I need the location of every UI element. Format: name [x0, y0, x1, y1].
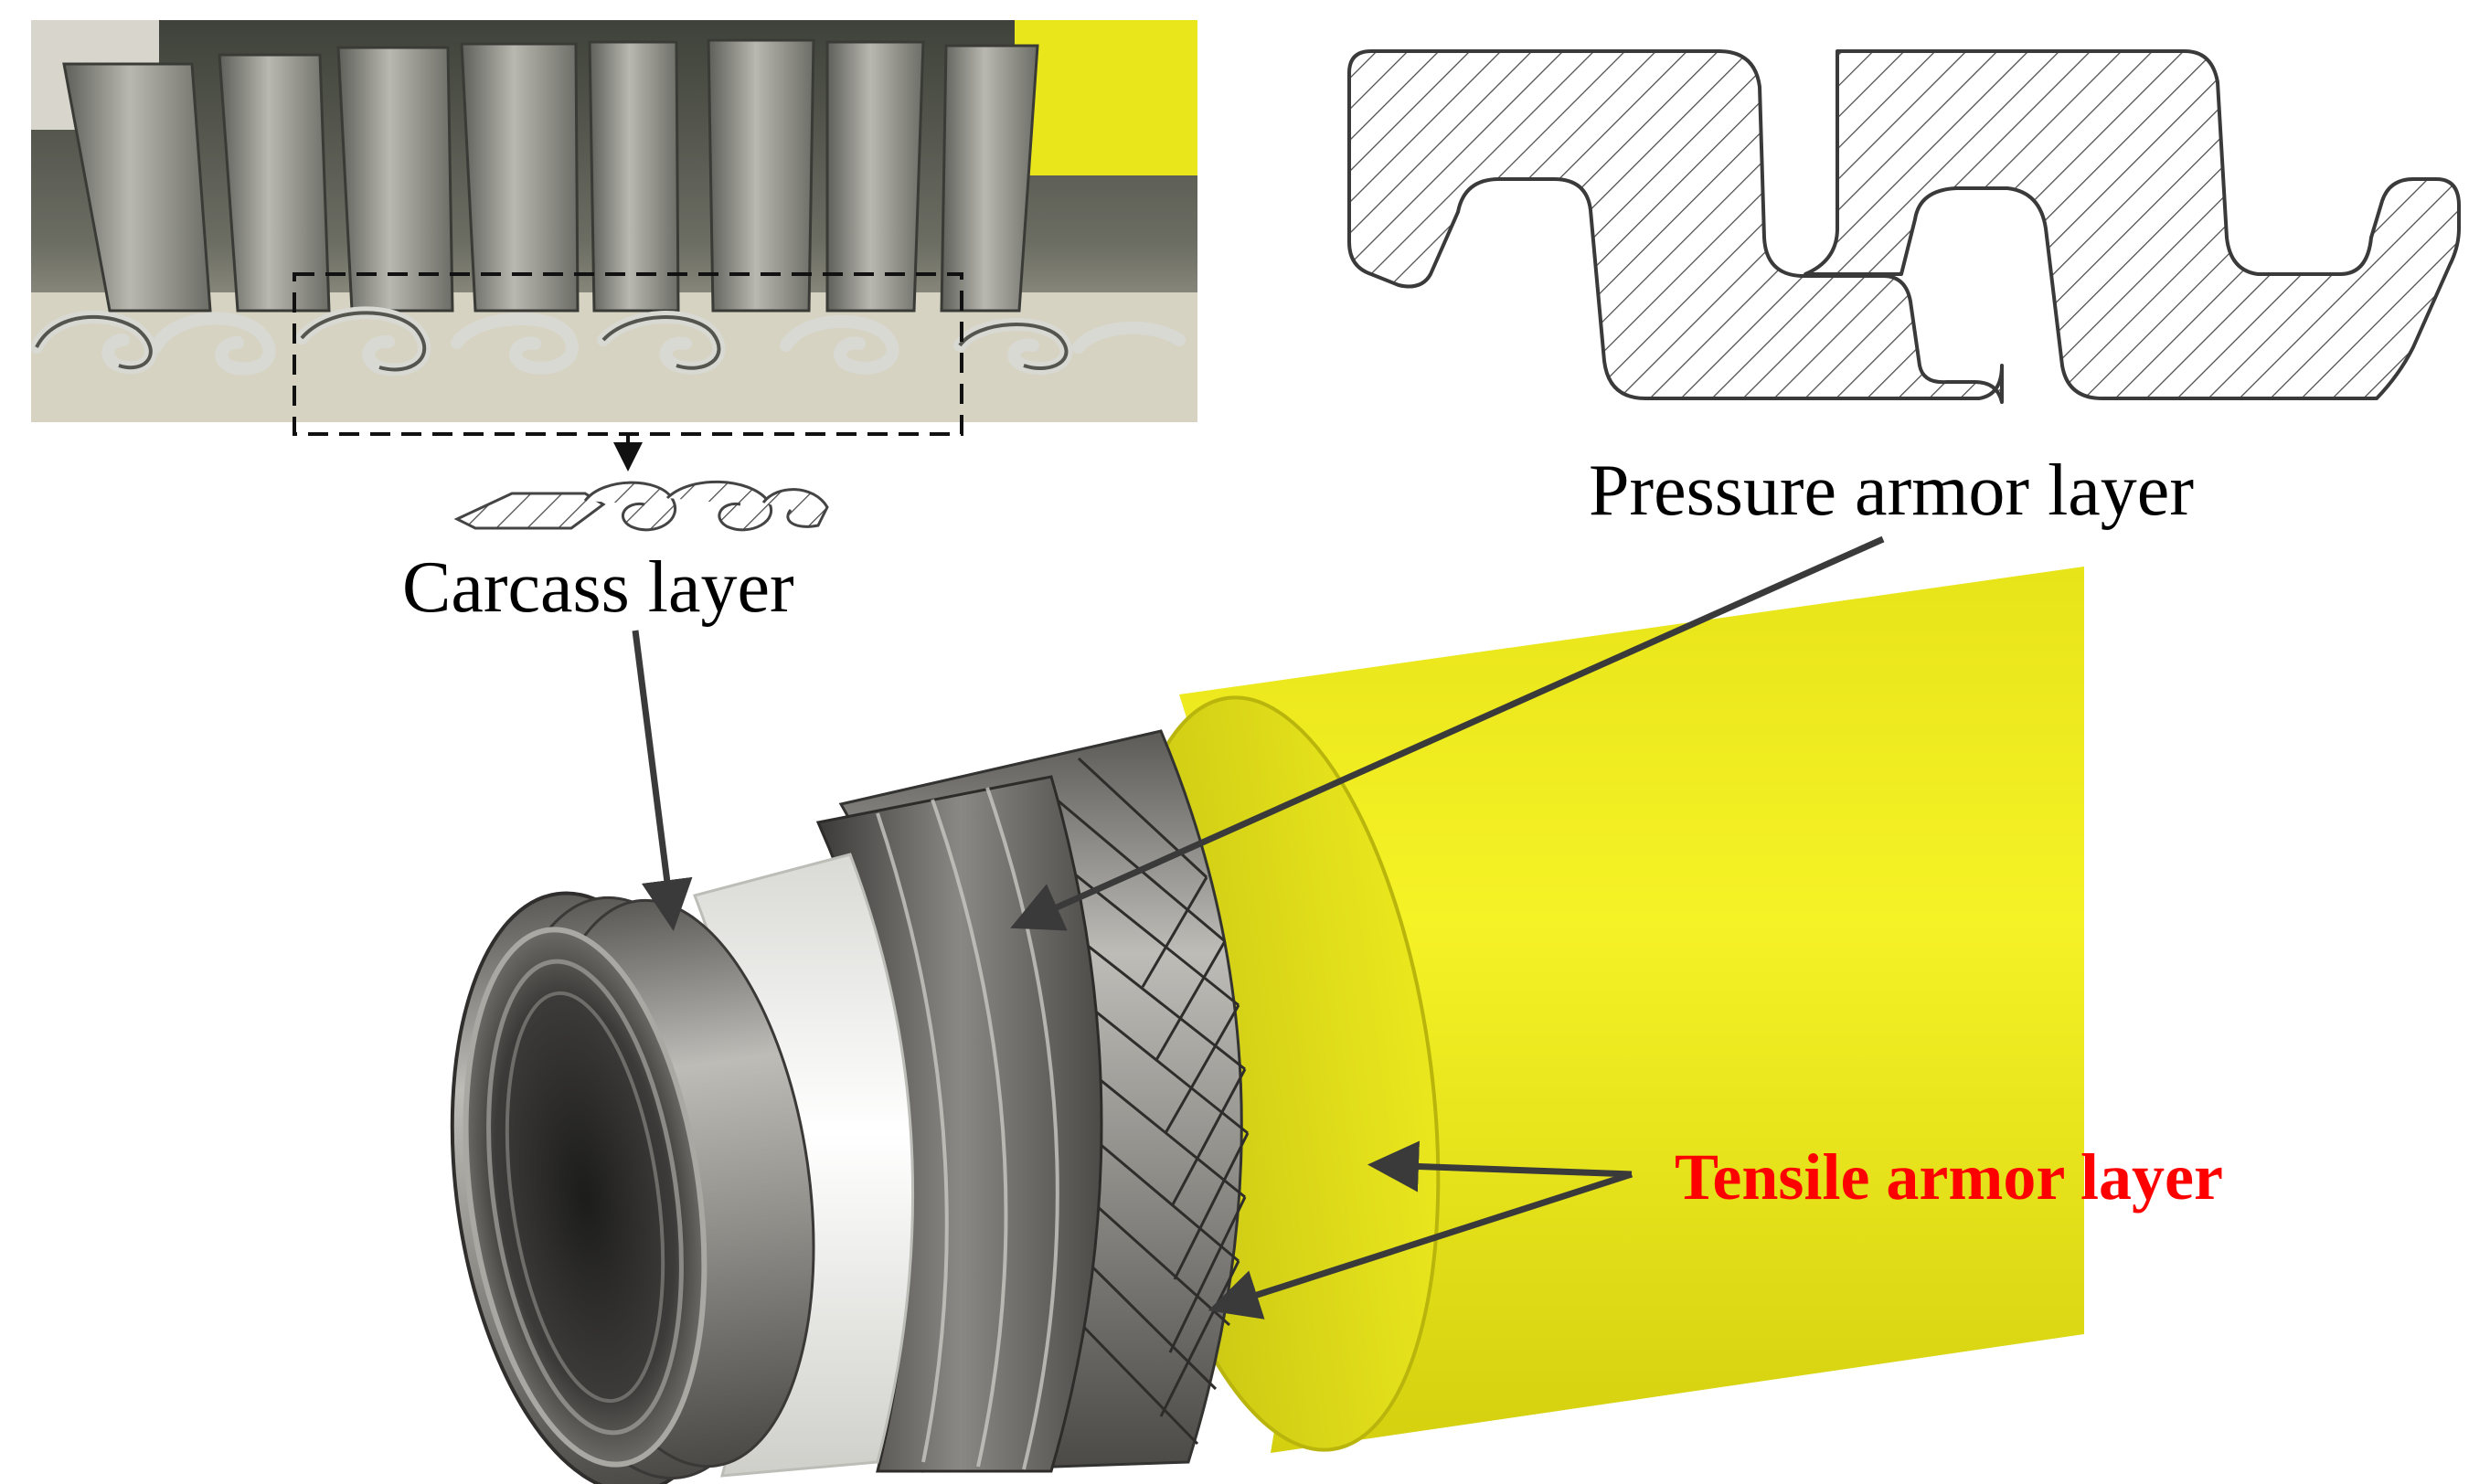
- carcass-rings: [450, 891, 815, 1484]
- carcass-strips: [62, 38, 1039, 313]
- pressure-armor-layer-label: Pressure armor layer: [1589, 450, 2194, 531]
- zeta-profile-left: [1347, 49, 2004, 404]
- pressure-arrow: [1010, 535, 1885, 931]
- pressure-armor-profile: [1347, 49, 2461, 404]
- tensile-arrow-lower: [1208, 1171, 1633, 1320]
- carcass-photo: [31, 20, 1197, 422]
- carcass-layer-label: Carcass layer: [402, 547, 794, 628]
- tensile-armor-layer-label: Tensile armor layer: [1675, 1140, 2223, 1214]
- carcass-arrow: [632, 630, 693, 931]
- carcass-profile-sketch: [453, 480, 829, 532]
- tensile-arrow-upper: [1367, 1140, 1633, 1192]
- zeta-profile-right: [1804, 49, 2461, 400]
- flexible-pipe: [450, 567, 2084, 1484]
- leader-arrows: [632, 535, 1885, 1320]
